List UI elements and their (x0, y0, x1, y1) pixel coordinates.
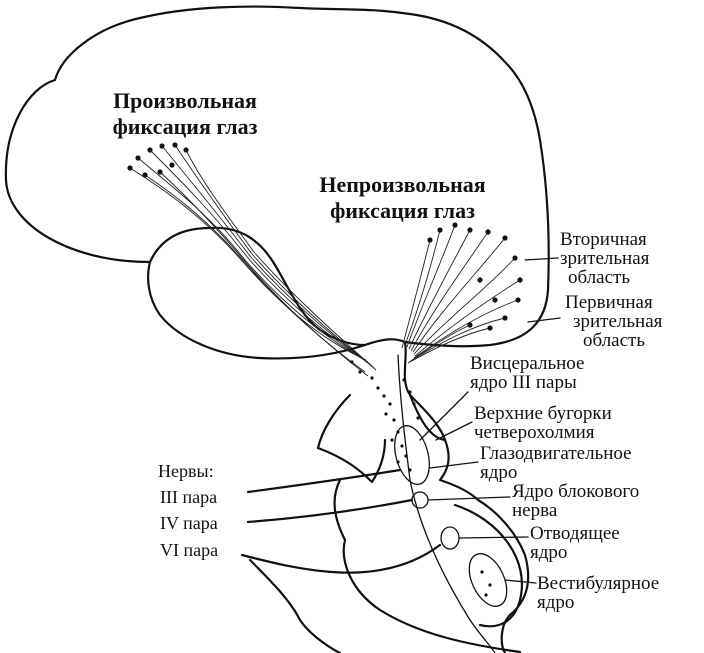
visceral-nucleus-line2: ядро III пары (470, 372, 577, 393)
pons-outline (333, 478, 522, 653)
voluntary-fixation-line1: Произвольная (113, 88, 257, 113)
primary-visual-line1: Первичная (565, 292, 653, 313)
secondary-visual-line3: область (568, 267, 631, 288)
voluntary-fiber-bundle (129, 144, 377, 377)
secondary-visual-line1: Вторичная (560, 229, 647, 250)
secondary-visual-label: Вторичная зрительная область (560, 230, 649, 287)
vestibular-nucleus-line2: ядро (537, 592, 575, 613)
involuntary-fixation-label: Непроизвольная фиксация глаз (290, 174, 515, 222)
leader-oculomotor (429, 461, 479, 469)
dorsal-brainstem-line (408, 393, 447, 442)
leader-colliculi (435, 421, 473, 441)
leader-primary (527, 317, 561, 323)
involuntary-fixation-line1: Непроизвольная (319, 172, 486, 197)
superior-colliculi-line2: четверохолмия (474, 422, 595, 443)
nerve-vi-line (240, 543, 442, 574)
voluntary-fixation-label: Произвольная фиксация глаз (90, 90, 280, 138)
nerve-iv-label: IV пара (160, 513, 218, 533)
abducens-nucleus-line2: ядро (530, 542, 568, 563)
vestibular-nucleus-shape (468, 553, 508, 607)
abducens-nucleus-line1: Отводящее (530, 523, 620, 544)
visceral-nucleus-line1: Висцеральное (470, 353, 585, 374)
trochlear-nucleus-label: Ядро блокового нерва (512, 482, 639, 520)
midbrain-ventral-outline (316, 393, 387, 484)
leader-secondary (524, 257, 559, 261)
oculomotor-nucleus-line1: Глазодвигательное (480, 443, 632, 464)
involuntary-fiber-bundle (401, 224, 521, 364)
temporal-lobe-outline (147, 226, 367, 360)
oculomotor-nucleus-line2: ядро (480, 462, 518, 483)
involuntary-fixation-line2: фиксация глаз (330, 198, 475, 223)
oculomotor-nucleus-label: Глазодвигательное ядро (480, 444, 632, 482)
abducens-nucleus-shape (440, 526, 460, 550)
cerebral-cortex-outline (4, 5, 550, 348)
brainstem-dotted-pathway (350, 360, 420, 472)
primary-visual-line3: область (583, 330, 646, 351)
leader-abducens (459, 536, 529, 539)
nerve-iv-line (246, 498, 414, 524)
involuntary-cell-bodies (427, 222, 523, 331)
secondary-visual-line2: зрительная (560, 248, 650, 269)
nerves-heading: Нервы: (158, 461, 214, 481)
leader-visceral (419, 391, 469, 441)
cerebellum-lower (453, 503, 523, 628)
nerve-iii-line (246, 468, 402, 494)
primary-visual-label: Первичная зрительная область (565, 293, 662, 350)
nerve-vi-label: VI пара (160, 540, 219, 560)
descending-tract (397, 354, 496, 653)
voluntary-fixation-line2: фиксация глаз (112, 114, 258, 139)
visceral-nucleus-label: Висцеральное ядро III пары (470, 354, 584, 392)
brainstem-outline (363, 338, 530, 653)
voluntary-cell-bodies (127, 142, 189, 178)
medulla-front (248, 558, 342, 653)
superior-colliculi-line1: Верхние бугорки (474, 403, 612, 424)
vestibular-nucleus-label: Вестибулярное ядро (537, 574, 659, 612)
trochlear-nucleus-line2: нерва (512, 500, 558, 521)
trochlear-nucleus-line1: Ядро блокового (512, 481, 640, 502)
abducens-nucleus-label: Отводящее ядро (530, 524, 620, 562)
superior-colliculi-label: Верхние бугорки четверохолмия (474, 404, 612, 442)
primary-visual-line2: зрительная (573, 311, 663, 332)
vestibular-nucleus-line1: Вестибулярное (537, 573, 660, 594)
leader-trochlear (427, 496, 511, 501)
leader-vestibular (504, 579, 537, 584)
nerve-iii-label: III пара (160, 487, 218, 507)
